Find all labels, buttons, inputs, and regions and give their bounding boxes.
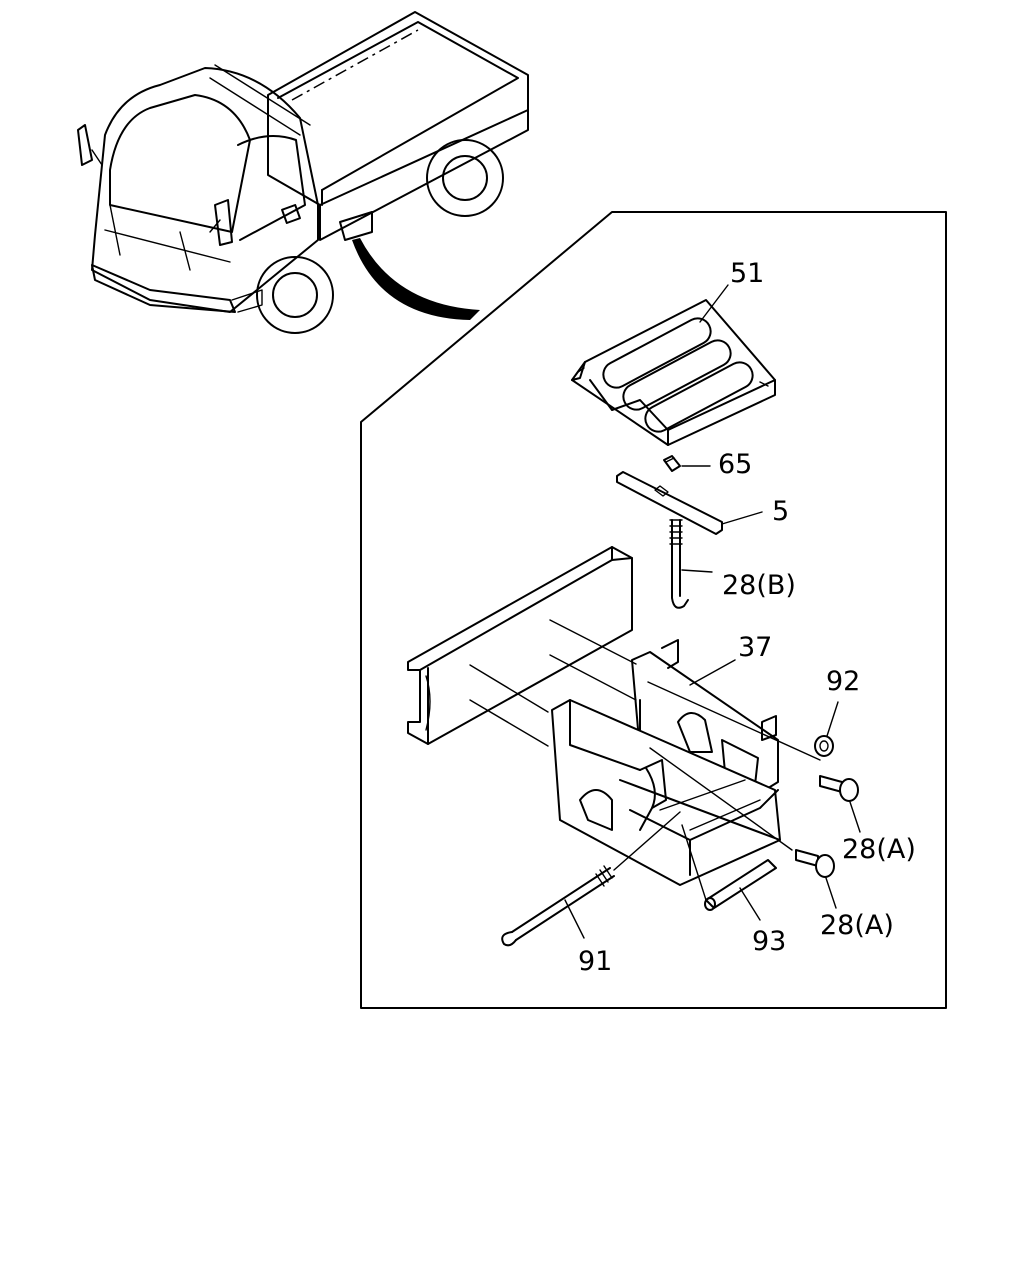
nut-part [814,735,834,757]
callout-92: 92 [826,666,860,697]
callout-28a-upper: 28(A) [842,834,916,865]
callout-labels: 51 65 5 28(B) 37 92 28(A) 28(A) 91 93 [578,258,916,977]
callout-91: 91 [578,946,612,977]
frame-rail-part [407,546,633,745]
bolt-part-lower [795,849,835,878]
clip-part [663,455,681,472]
spacer-tube-part [704,859,777,911]
j-bolt-part [669,519,689,609]
callout-37: 37 [738,632,772,663]
assembly-guide-lines [469,619,821,901]
callout-28a-lower: 28(A) [820,910,894,941]
battery-tray-part [551,699,781,886]
callout-5: 5 [772,496,789,527]
callout-51: 51 [730,258,764,289]
leader-lines [564,284,861,939]
detail-frame [360,211,947,1009]
callout-65: 65 [718,449,752,480]
battery-cover-part [571,299,776,446]
callout-93: 93 [752,926,786,957]
callout-28b: 28(B) [722,570,796,601]
clamp-bar-part [616,471,723,535]
truck-overview-illustration [77,11,529,334]
bolt-part-upper [819,775,859,802]
long-j-bolt-part [501,865,615,947]
